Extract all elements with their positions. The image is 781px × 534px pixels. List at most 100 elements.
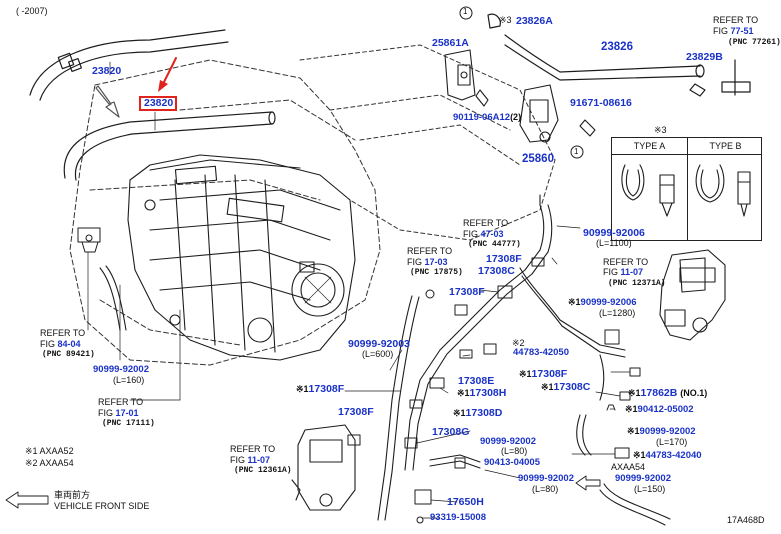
length-1100: (L=1100) [596,238,632,248]
direction-en: VEHICLE FRONT SIDE [54,501,150,511]
part-17308e[interactable]: 17308E [458,375,495,387]
ref1-text: REFER TO [713,15,759,25]
part-90999-92006-a[interactable]: 90999-92006 [583,227,645,239]
part-90413-04005[interactable]: 90413-04005 [484,457,540,468]
length-600: (L=600) [362,349,394,359]
clip-type-b [695,164,751,217]
part-93319-15008[interactable]: 93319-15008 [430,512,486,523]
vsv-right [659,249,726,341]
circled-1-top: 1 [463,7,468,16]
part-17308d[interactable]: ※117308D [453,407,503,419]
part-90999-92002-c[interactable]: 90999-92002 [480,436,536,447]
ref5-fig[interactable]: FIG 84-04 [40,339,81,349]
red-pointer-arrow [158,57,177,92]
hose-clips [347,257,641,524]
ref5-text: REFER TO [40,328,86,338]
ref1-pnc: (PNC 77261) [728,38,781,47]
ref2-text: REFER TO [463,218,509,228]
part-17308f-e[interactable]: 17308F [338,406,374,418]
engine-outline-dashed [69,59,381,366]
length-170: (L=170) [656,437,688,447]
part-17308f-b[interactable]: 17308F [449,286,485,298]
type-a-heading: TYPE A [633,141,666,151]
note-1: ※1 AXAA52 [25,446,74,456]
part-90999-92006-b[interactable]: ※190999-92006 [568,297,637,308]
part-17862b[interactable]: ※117862B (NO.1) [628,387,708,399]
hose-23820-lower [63,111,276,181]
mark-2: ※2 [512,338,525,348]
ref6-pnc: (PNC 17111) [102,419,155,428]
circle-callout-1b [570,145,584,159]
part-17308h[interactable]: ※117308H [457,387,507,399]
part-25861a[interactable]: 25861A [432,37,469,49]
highlight-box [139,96,177,111]
type-b-heading: TYPE B [709,141,742,151]
ref6-fig[interactable]: FIG 17-01 [98,408,139,418]
big-arrow [95,85,120,118]
hose-23826 [487,13,751,97]
leader-lines [87,61,181,401]
vacuum-hoses [377,194,671,526]
part-25860[interactable]: 25860 [522,153,554,165]
circled-1-lower: 1 [574,147,579,156]
length-1280: (L=1280) [599,308,636,318]
ref5-pnc: (PNC 89421) [42,350,95,359]
part-23826[interactable]: 23826 [601,41,633,53]
clip-types-box: TYPE A TYPE B [611,137,762,241]
part-23820-highlighted[interactable]: 23820 [144,97,174,109]
part-23820-upper[interactable]: 23820 [92,65,122,77]
ref3-fig[interactable]: FIG 17-03 [407,257,448,267]
ref7-text: REFER TO [230,444,276,454]
sensor-bracket [77,227,101,253]
part-17308c-b[interactable]: ※117308C [541,381,591,393]
part-91671-08616[interactable]: 91671-08616 [570,97,632,109]
part-90119-06a12[interactable]: 90119-06A12(2) [453,112,522,123]
ref3-pnc: (PNC 17875) [410,268,463,277]
direction-jp: 車両前方 [54,490,91,500]
part-17308f-c[interactable]: ※117308F [519,368,568,380]
vsv-bracket [444,49,596,143]
part-17308f-d[interactable]: ※117308F [296,383,345,395]
ref6-text: REFER TO [98,397,144,407]
part-23829b[interactable]: 23829B [686,51,723,63]
model-year-header: ( -2007) [16,6,48,16]
note-2: ※2 AXAA54 [25,458,74,468]
part-17308c-a[interactable]: 17308C [478,265,515,277]
circle-callout-1a [459,6,473,20]
part-90412-05002[interactable]: ※190412-05002 [625,404,694,415]
length-150: (L=150) [634,484,666,494]
mark-3: ※3 [499,15,512,25]
part-90999-92002-d[interactable]: 90999-92002 [615,473,671,484]
vsv-lower-left [291,424,356,511]
intake-manifold [127,154,356,361]
ref4-pnc: (PNC 12371A) [608,279,666,288]
ref7-fig[interactable]: FIG 11-07 [230,455,271,465]
part-90999-92002-e[interactable]: 90999-92002 [518,473,574,484]
part-90999-92002-b[interactable]: ※190999-92002 [627,426,696,437]
ref1-fig[interactable]: FIG 77-51 [713,26,754,36]
part-17308f-a[interactable]: 17308F [486,253,522,265]
vehicle-front-arrow [5,491,49,509]
ref4-fig[interactable]: FIG 11-07 [603,267,644,277]
part-17650h[interactable]: 17650H [447,496,484,508]
part-90999-92003[interactable]: 90999-92003 [348,338,410,350]
axaa54-note: AXAA54 [611,462,646,472]
clip-type-a [621,164,675,217]
part-44783-42040[interactable]: ※144783-42040 [633,450,702,461]
ref7-pnc: (PNC 12361A) [234,466,292,475]
part-90999-92002-a[interactable]: 90999-92002 [93,364,149,375]
arrow-left [575,475,601,491]
length-80-b: (L=80) [532,484,559,494]
part-17308g[interactable]: 17308G [432,426,470,438]
types-mark: ※3 [654,125,667,135]
part-23826a[interactable]: 23826A [516,15,553,27]
part-44783-42050[interactable]: 44783-42050 [513,347,569,358]
diagram-id: 17A468D [727,515,765,525]
ref2-fig[interactable]: FIG 47-03 [463,229,504,239]
ref4-text: REFER TO [603,257,649,267]
cylinder-head-outline [299,44,556,241]
length-160: (L=160) [113,375,145,385]
length-80-a: (L=80) [501,446,528,456]
